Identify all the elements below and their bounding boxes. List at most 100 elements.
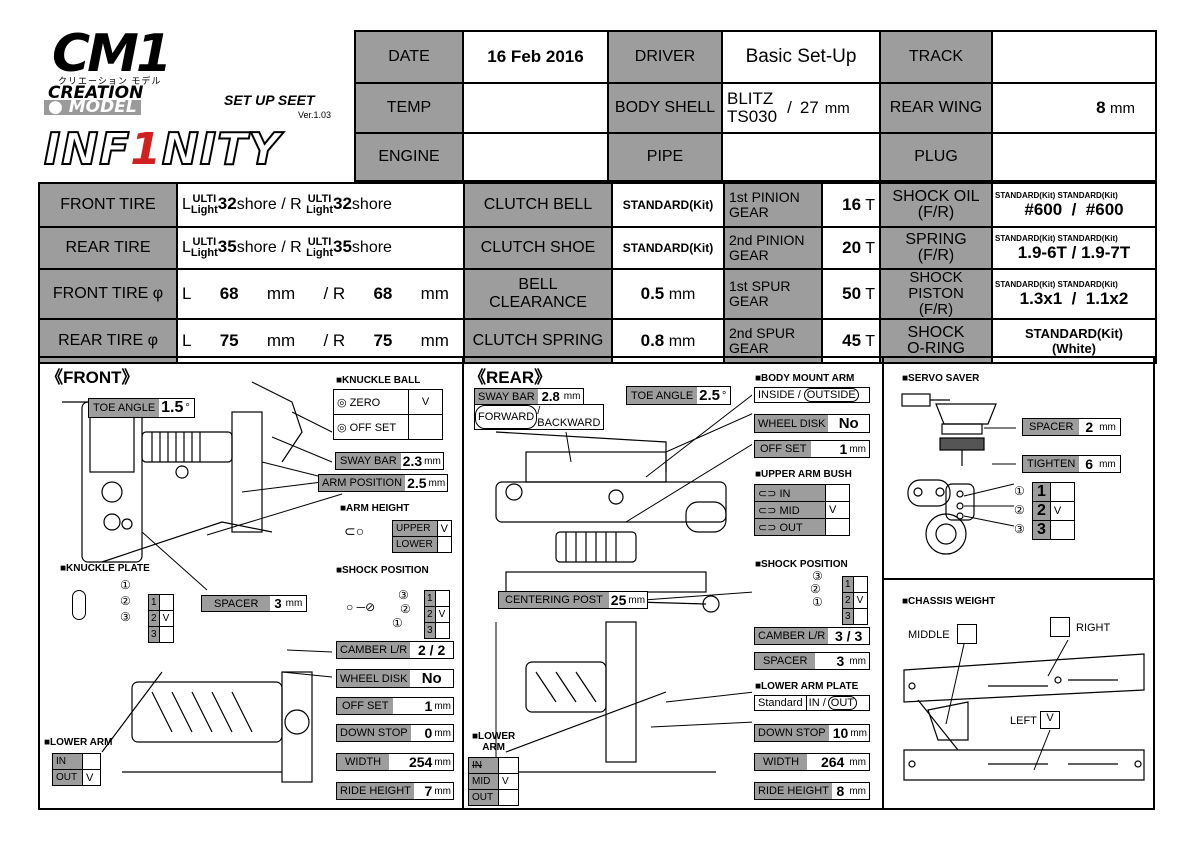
rear-wing-value[interactable]: 8 mm	[991, 82, 1157, 134]
fsp-3-check[interactable]	[434, 622, 450, 639]
body-mount-selector[interactable]: INSIDE / OUTSIDE	[754, 387, 870, 403]
rsp-2: 2	[842, 592, 854, 609]
shock-oil-value[interactable]: STANDARD(Kit) STANDARD(Kit) #600 / #600	[991, 182, 1157, 228]
plug-label: PLUG	[879, 132, 993, 182]
kb-offset-check[interactable]	[408, 414, 443, 440]
date-value[interactable]: 16 Feb 2016	[462, 30, 609, 84]
ub-in-check[interactable]	[825, 484, 850, 502]
front-sway-bar[interactable]: SWAY BAR 2.3 mm	[335, 452, 444, 470]
front-width-unit: mm	[434, 754, 453, 770]
ah-upper-check[interactable]: V	[436, 520, 453, 537]
knuckle-plate-diagram-icon: ① ② ③	[70, 577, 131, 625]
clutch-shoe-value[interactable]: STANDARD(Kit)	[611, 226, 725, 270]
rla-in-check[interactable]	[498, 757, 519, 774]
lp-out-option[interactable]: OUT	[827, 696, 858, 710]
rsp-3-check[interactable]	[852, 608, 868, 625]
front-wheel-disk[interactable]: WHEEL DISK No	[336, 669, 454, 688]
pipe-value[interactable]	[721, 132, 881, 182]
pinion2-value[interactable]: 20 T	[821, 226, 881, 270]
front-ride-height[interactable]: RIDE HEIGHT 7 mm	[336, 782, 454, 800]
front-offset[interactable]: OFF SET 1 mm	[336, 697, 454, 715]
body-shell-value[interactable]: BLITZ TS030 / 27 mm	[721, 82, 881, 134]
rd-unit-l: mm	[266, 331, 296, 350]
front-spacer[interactable]: SPACER 3 mm	[201, 595, 308, 612]
ft-r-shore: 32	[333, 194, 352, 214]
shock-piston-value[interactable]: STANDARD(Kit) STANDARD(Kit) 1.3x1 / 1.1x…	[991, 268, 1157, 320]
servo-pos-3-check[interactable]	[1049, 520, 1075, 540]
rear-backward-option[interactable]: / BACKWARD	[537, 405, 603, 429]
bell-clearance-value[interactable]: 0.5 mm	[611, 268, 725, 320]
ub-mid-check[interactable]: V	[825, 501, 850, 519]
spur1-number: 50	[842, 284, 862, 303]
weight-left-box[interactable]: V	[1040, 711, 1060, 729]
front-shock-pos-title: ■SHOCK POSITION	[336, 565, 429, 576]
spring-value[interactable]: STANDARD(Kit) STANDARD(Kit) 1.9-6T / 1.9…	[991, 226, 1157, 270]
rear-wheel-disk[interactable]: WHEEL DISK No	[754, 414, 870, 433]
track-value[interactable]	[991, 30, 1157, 84]
servo-pos-1-check[interactable]	[1049, 482, 1075, 502]
front-down-stop[interactable]: DOWN STOP 0 mm	[336, 724, 454, 742]
fsp-c1: ①	[392, 616, 403, 630]
rla-out-check[interactable]	[498, 789, 519, 806]
front-width[interactable]: WIDTH 254 mm	[336, 753, 454, 771]
clutch-bell-value[interactable]: STANDARD(Kit)	[611, 182, 725, 228]
rear-forward-option[interactable]: FORWARD	[475, 405, 538, 429]
fla-in-check[interactable]	[82, 753, 101, 770]
front-downstop-unit: mm	[434, 725, 453, 741]
weight-right-box[interactable]	[1050, 617, 1070, 637]
servo-pos-2-check[interactable]: V	[1049, 501, 1075, 521]
plug-value[interactable]	[991, 132, 1157, 182]
rear-sway-bar[interactable]: SWAY BAR 2.8 mm	[474, 388, 585, 405]
lp-in-option[interactable]: IN /	[808, 697, 826, 709]
rear-spacer[interactable]: SPACER 3 mm	[754, 652, 870, 670]
pinion1-value[interactable]: 16 T	[821, 182, 881, 228]
rear-sway-direction[interactable]: FORWARD / BACKWARD	[474, 404, 604, 430]
rsp-1-check[interactable]	[852, 576, 868, 593]
kp-3-check[interactable]	[158, 626, 174, 643]
rla-mid-check[interactable]: V	[498, 773, 519, 790]
kp-2-check[interactable]: V	[158, 610, 174, 627]
fd-sep: / R	[323, 284, 346, 303]
rd-left-value: 75	[219, 331, 239, 350]
servo-spacer[interactable]: SPACER 2 mm	[1022, 418, 1121, 436]
rear-down-stop[interactable]: DOWN STOP 10 mm	[754, 724, 870, 742]
lower-arm-plate-selector[interactable]: Standard IN / OUT	[754, 695, 870, 711]
engine-value[interactable]	[462, 132, 609, 182]
front-toe-angle[interactable]: TOE ANGLE 1.5 °	[88, 398, 195, 418]
rear-width[interactable]: WIDTH 264 mm	[754, 753, 870, 771]
fsp-1-check[interactable]	[434, 590, 450, 607]
ft-ulti-r: ULTI	[307, 193, 332, 205]
weight-middle-box[interactable]	[957, 624, 977, 644]
bm-outside-option[interactable]: OUTSIDE	[803, 388, 859, 402]
front-arm-position[interactable]: ARM POSITION 2.5 mm	[318, 474, 449, 492]
rear-downstop-label: DOWN STOP	[755, 725, 829, 741]
driver-value[interactable]: Basic Set-Up	[721, 30, 881, 84]
spur1-value[interactable]: 50 T	[821, 268, 881, 320]
fsp-2-check[interactable]: V	[434, 606, 450, 623]
fla-out-check[interactable]: V	[82, 769, 101, 786]
ft-l-shore: 32	[217, 194, 237, 214]
ub-in-text: IN	[779, 487, 791, 500]
rsp-2-check[interactable]: V	[852, 592, 868, 609]
rear-offset[interactable]: OFF SET 1 mm	[754, 440, 870, 458]
rear-offset-value: 1	[811, 441, 850, 457]
servo-tighten[interactable]: TIGHTEN 6 mm	[1022, 455, 1121, 473]
ah-lower-check[interactable]	[436, 536, 453, 553]
ub-in-label: ⊂⊃ IN	[754, 484, 826, 502]
ub-out-check[interactable]	[825, 518, 850, 536]
bm-inside-option[interactable]: INSIDE /	[758, 389, 801, 401]
temp-value[interactable]	[462, 82, 609, 134]
rear-toe-angle[interactable]: TOE ANGLE 2.5 °	[626, 386, 732, 405]
servo-pos-2: 2	[1032, 501, 1051, 521]
rear-camber[interactable]: CAMBER L/R 3 / 3	[754, 627, 870, 645]
kp-1-check[interactable]	[158, 594, 174, 611]
lp-standard-option[interactable]: Standard	[755, 696, 807, 710]
rear-ride-height[interactable]: RIDE HEIGHT 8 mm	[754, 782, 870, 800]
kb-zero-check[interactable]: V	[408, 389, 443, 415]
front-dia-value[interactable]: L 68 mm / R 68 mm	[176, 268, 465, 320]
centering-post[interactable]: CENTERING POST 25 mm	[498, 591, 649, 609]
front-camber[interactable]: CAMBER L/R 2 / 2	[336, 641, 454, 659]
rear-wing-label: REAR WING	[879, 82, 993, 134]
